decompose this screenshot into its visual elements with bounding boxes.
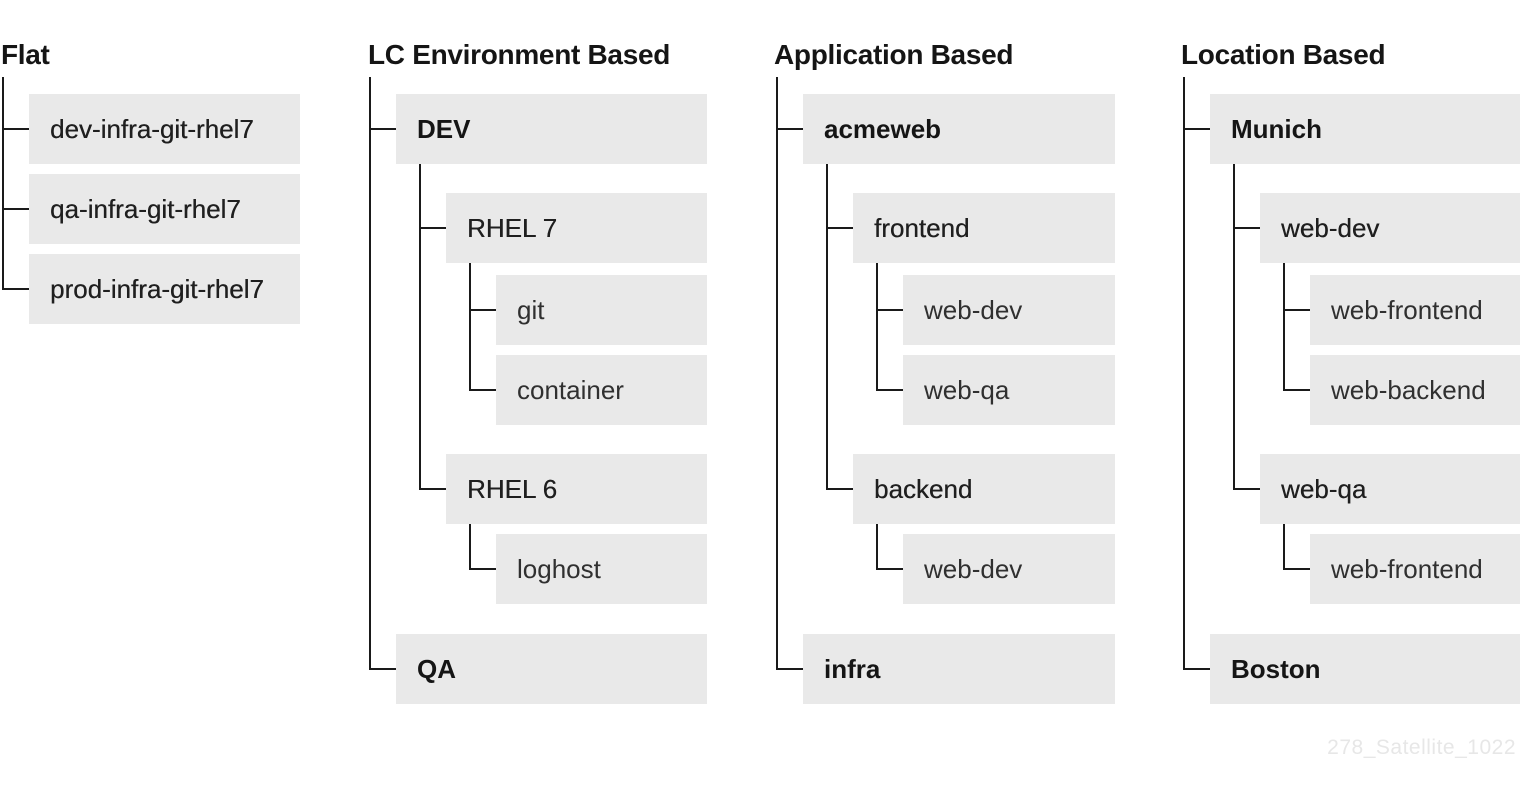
tree-connector-line bbox=[1283, 309, 1310, 311]
node-web-frontend-qa: web-frontend bbox=[1310, 534, 1520, 604]
node-qa-infra-git-rhel7: qa-infra-git-rhel7 bbox=[29, 174, 300, 244]
tree-connector-line bbox=[776, 128, 803, 130]
node-label: web-frontend bbox=[1331, 553, 1483, 584]
tree-branch-line bbox=[469, 263, 471, 391]
node-label: container bbox=[517, 374, 624, 405]
tree-branch-line bbox=[876, 524, 878, 570]
tree-trunk-line bbox=[776, 77, 778, 670]
tree-connector-line bbox=[826, 227, 853, 229]
node-backend: backend bbox=[853, 454, 1115, 524]
node-boston: Boston bbox=[1210, 634, 1520, 704]
node-frontend: frontend bbox=[853, 193, 1115, 263]
column-title-application: Application Based bbox=[774, 39, 1014, 70]
node-label: RHEL 6 bbox=[467, 473, 558, 504]
tree-connector-line bbox=[469, 389, 496, 391]
tree-connector-line bbox=[419, 227, 446, 229]
tree-connector-line bbox=[876, 309, 903, 311]
tree-connector-line bbox=[419, 488, 446, 490]
tree-connector-line bbox=[369, 128, 396, 130]
node-web-qa: web-qa bbox=[903, 355, 1115, 425]
tree-branch-line bbox=[826, 164, 828, 490]
tree-branch-line bbox=[419, 164, 421, 490]
tree-connector-line bbox=[876, 389, 903, 391]
tree-connector-line bbox=[469, 568, 496, 570]
node-label: web-frontend bbox=[1331, 294, 1483, 325]
node-label: RHEL 7 bbox=[467, 212, 558, 243]
node-loghost: loghost bbox=[496, 534, 707, 604]
tree-branch-line bbox=[876, 263, 878, 391]
node-label: backend bbox=[874, 473, 973, 504]
node-munich: Munich bbox=[1210, 94, 1520, 164]
tree-connector-line bbox=[1233, 227, 1260, 229]
tree-trunk-line bbox=[369, 77, 371, 670]
node-label: acmeweb bbox=[824, 113, 942, 144]
node-label: infra bbox=[824, 653, 881, 684]
tree-connector-line bbox=[1183, 668, 1210, 670]
node-prod-infra-git-rhel7: prod-infra-git-rhel7 bbox=[29, 254, 300, 324]
node-label: Boston bbox=[1231, 653, 1321, 684]
tree-trunk-line bbox=[1183, 77, 1185, 670]
watermark-text: 278_Satellite_1022 bbox=[1327, 736, 1516, 759]
node-web-backend: web-backend bbox=[1310, 355, 1520, 425]
node-label: web-dev bbox=[924, 553, 1023, 584]
node-label: DEV bbox=[417, 113, 471, 144]
node-web-qa-munich: web-qa bbox=[1260, 454, 1520, 524]
tree-connector-line bbox=[369, 668, 396, 670]
node-label: qa-infra-git-rhel7 bbox=[50, 193, 241, 224]
tree-connector-line bbox=[776, 668, 803, 670]
tree-branch-line bbox=[1283, 524, 1285, 570]
tree-connector-line bbox=[1233, 488, 1260, 490]
node-dev-infra-git-rhel7: dev-infra-git-rhel7 bbox=[29, 94, 300, 164]
node-acmeweb: acmeweb bbox=[803, 94, 1115, 164]
column-title-flat: Flat bbox=[1, 39, 50, 70]
tree-connector-line bbox=[2, 208, 29, 210]
tree-trunk-line bbox=[2, 77, 4, 290]
node-label: loghost bbox=[517, 553, 601, 584]
node-container: container bbox=[496, 355, 707, 425]
tree-connector-line bbox=[1283, 389, 1310, 391]
node-web-dev-backend: web-dev bbox=[903, 534, 1115, 604]
node-web-dev: web-dev bbox=[903, 275, 1115, 345]
tree-branch-line bbox=[469, 524, 471, 570]
node-label: web-qa bbox=[1281, 473, 1367, 504]
tree-connector-line bbox=[826, 488, 853, 490]
tree-branch-line bbox=[1283, 263, 1285, 391]
tree-connector-line bbox=[469, 309, 496, 311]
node-label: dev-infra-git-rhel7 bbox=[50, 113, 254, 144]
tree-connector-line bbox=[1183, 128, 1210, 130]
node-label: prod-infra-git-rhel7 bbox=[50, 273, 264, 304]
column-title-lc-environment: LC Environment Based bbox=[368, 39, 671, 70]
tree-connector-line bbox=[1283, 568, 1310, 570]
node-label: frontend bbox=[874, 212, 970, 243]
node-label: QA bbox=[417, 653, 456, 684]
node-qa: QA bbox=[396, 634, 707, 704]
node-label: Munich bbox=[1231, 113, 1322, 144]
node-rhel-6: RHEL 6 bbox=[446, 454, 707, 524]
node-label: web-backend bbox=[1331, 374, 1486, 405]
column-title-location: Location Based bbox=[1181, 39, 1386, 70]
node-label: web-dev bbox=[1281, 212, 1380, 243]
tree-connector-line bbox=[2, 288, 29, 290]
node-web-frontend: web-frontend bbox=[1310, 275, 1520, 345]
tree-connector-line bbox=[2, 128, 29, 130]
node-rhel-7: RHEL 7 bbox=[446, 193, 707, 263]
node-label: web-dev bbox=[924, 294, 1023, 325]
node-git: git bbox=[496, 275, 707, 345]
tree-branch-line bbox=[1233, 164, 1235, 490]
node-label: web-qa bbox=[924, 374, 1010, 405]
node-label: git bbox=[517, 294, 545, 325]
node-dev: DEV bbox=[396, 94, 707, 164]
node-web-dev-munich: web-dev bbox=[1260, 193, 1520, 263]
tree-connector-line bbox=[876, 568, 903, 570]
node-infra: infra bbox=[803, 634, 1115, 704]
